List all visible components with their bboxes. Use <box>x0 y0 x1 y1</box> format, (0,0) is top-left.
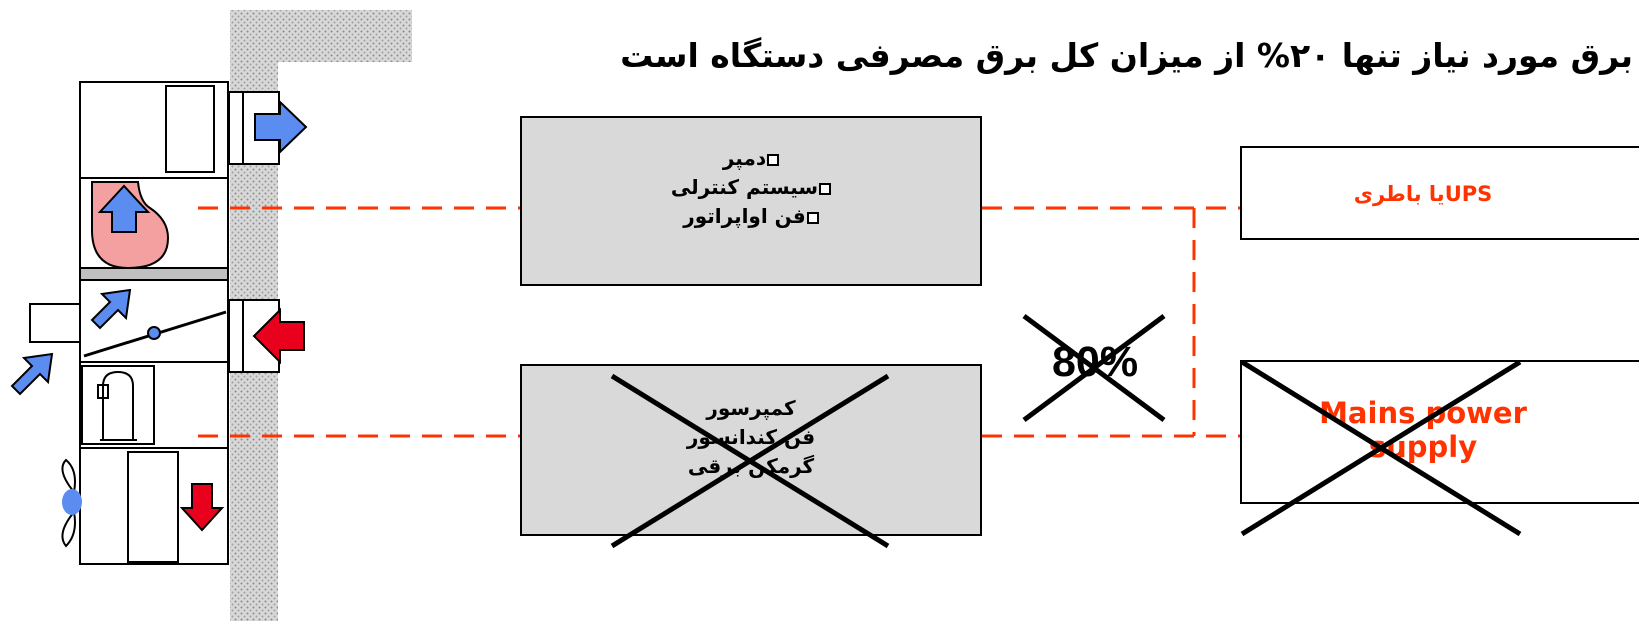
ups-label: UPSیا باطری <box>1353 182 1493 206</box>
down-arrow-icon <box>179 483 225 532</box>
component-item: دمپر <box>522 144 980 173</box>
cross-out-icon <box>1022 313 1166 423</box>
ups-box: UPSیا باطری <box>1240 146 1639 240</box>
checkbox-icon <box>819 183 832 195</box>
mains-powered-components-box: کمپرسور فن کندانسور گرمکن برقی <box>520 364 982 536</box>
power-lines <box>198 206 1240 438</box>
cross-out-icon <box>610 373 890 549</box>
inner-air-arrow-icon <box>90 288 132 330</box>
page-title: برق مورد نیاز تنها ۲۰% از میزان کل برق م… <box>620 36 1633 75</box>
condenser-fan-blades <box>61 458 76 548</box>
supply-air-arrow-icon <box>254 99 308 155</box>
component-item: فن اواپراتور <box>522 202 980 231</box>
condenser-fan-hub <box>62 489 82 515</box>
battery-powered-components-box: دمپر سیستم کنترلی فن اواپراتور <box>520 116 982 286</box>
checkbox-icon <box>767 154 780 166</box>
component-item: سیستم کنترلی <box>522 173 980 202</box>
fan-airflow-arrow-icon <box>97 184 151 233</box>
outside-air-arrow-icon <box>10 352 54 396</box>
cross-out-icon <box>1240 359 1522 537</box>
component-item: کمپرسور <box>706 396 796 420</box>
return-air-arrow-icon <box>252 307 305 365</box>
checkbox-icon <box>806 212 819 224</box>
